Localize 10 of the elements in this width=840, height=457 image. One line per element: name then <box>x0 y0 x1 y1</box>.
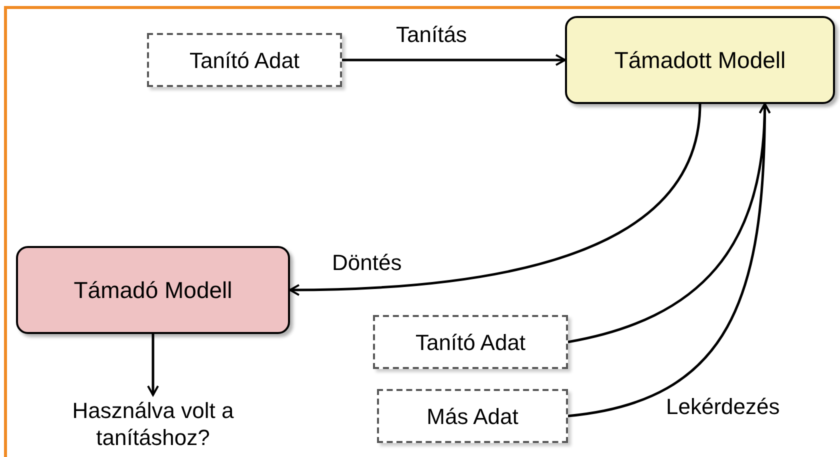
model-box: Támadott Modell <box>565 16 835 104</box>
data-box: Tanító Adat <box>147 33 342 87</box>
data-box: Más Adat <box>377 389 568 443</box>
arrow <box>147 334 159 396</box>
data-box: Tanító Adat <box>373 315 568 369</box>
arrow <box>342 54 566 66</box>
question-text: Használva volt a tanításhoz? <box>60 395 246 453</box>
arrow <box>289 104 702 296</box>
model-box: Támadó Modell <box>16 246 290 334</box>
arrow <box>568 103 771 418</box>
